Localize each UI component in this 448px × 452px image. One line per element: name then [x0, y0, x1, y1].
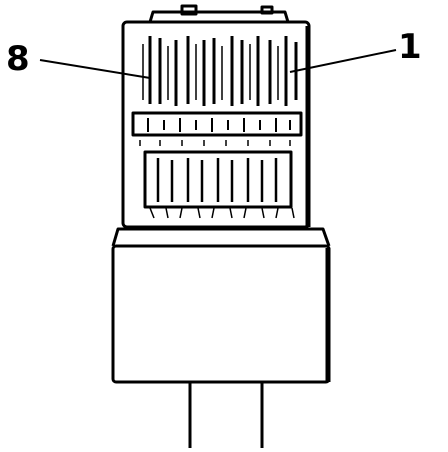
contact-pins	[148, 36, 298, 106]
boot-body	[111, 244, 331, 384]
boot-shoulder	[111, 227, 331, 247]
callout-label-right: 1	[398, 27, 422, 67]
wire-slots	[156, 158, 278, 202]
contact-strip	[131, 111, 303, 137]
latch-nub-right	[260, 5, 274, 15]
window-bottom-teeth	[149, 207, 295, 219]
contact-pins-thin	[142, 44, 279, 100]
strip-marks	[147, 118, 291, 132]
strip-ticks	[139, 140, 291, 146]
latch-tab	[148, 10, 290, 23]
wire-window	[143, 150, 293, 209]
callout-label-left: 8	[6, 39, 30, 79]
latch-nub	[180, 4, 198, 16]
leader-line-left	[39, 59, 151, 79]
leader-line-right	[289, 49, 397, 73]
